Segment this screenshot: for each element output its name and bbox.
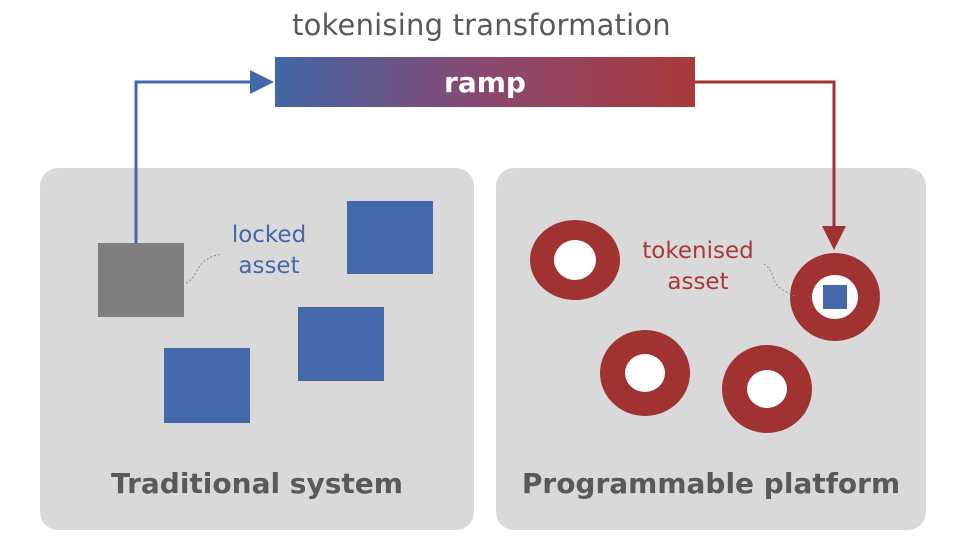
- blue-arrow: [134, 70, 274, 243]
- tokenised-asset-line1: tokenised: [642, 238, 754, 264]
- locked-asset-annotation: locked asset: [224, 220, 314, 282]
- tokenised-asset-annotation: tokenised asset: [638, 236, 758, 298]
- tokenised-asset-line2: asset: [667, 269, 729, 295]
- ramp-label: ramp: [444, 65, 526, 99]
- token-ring-3-hole: [747, 370, 787, 408]
- locked-asset-leader: [185, 253, 223, 284]
- asset-square-1: [347, 201, 433, 274]
- token-ring-1: [530, 220, 620, 300]
- programmable-platform-label: Programmable platform: [521, 467, 901, 500]
- token-ring-3: [722, 345, 812, 433]
- tokenised-asset-square: [823, 285, 847, 309]
- ramp-bar: ramp: [275, 57, 695, 107]
- tokenised-asset-ring: [790, 253, 880, 341]
- locked-asset-square: [98, 243, 184, 317]
- red-arrow: [695, 80, 846, 250]
- token-ring-2: [600, 330, 690, 416]
- token-ring-1-hole: [554, 240, 596, 280]
- token-ring-2-hole: [625, 354, 665, 392]
- asset-square-2: [298, 307, 384, 381]
- tokenised-asset-ring-hole: [812, 275, 858, 319]
- traditional-system-label: Traditional system: [111, 467, 403, 500]
- tokenised-asset-leader: [763, 263, 796, 297]
- locked-asset-line1: locked: [231, 222, 307, 248]
- diagram-title: tokenising transformation: [292, 8, 671, 42]
- locked-asset-line2: asset: [238, 253, 300, 279]
- asset-square-3: [164, 348, 250, 423]
